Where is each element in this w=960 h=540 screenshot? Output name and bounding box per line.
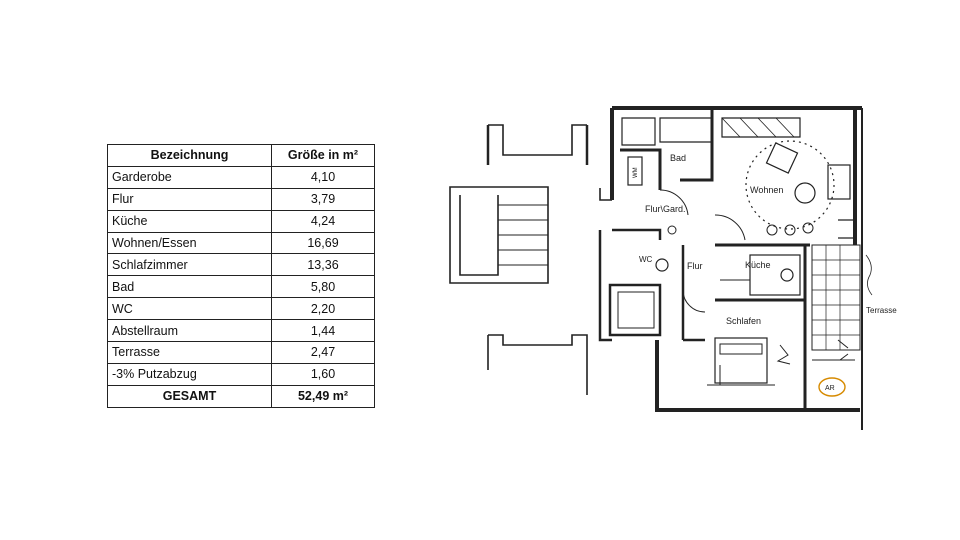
- room-size: 1,60: [271, 362, 375, 386]
- room-name: Abstellraum: [107, 319, 272, 343]
- label-wohnen: Wohnen: [750, 185, 783, 195]
- label-flur: Flur: [687, 261, 703, 271]
- room-name: Schlafzimmer: [107, 253, 272, 277]
- room-size: 2,47: [271, 341, 375, 364]
- room-name: Terrasse: [107, 341, 272, 364]
- total-size: 52,49 m²: [271, 384, 375, 408]
- room-name: Flur: [107, 187, 272, 211]
- room-name: Garderobe: [107, 165, 272, 189]
- room-size: 4,24: [271, 209, 375, 233]
- label-flur-gard: Flur\Gard.: [645, 204, 686, 214]
- label-schlafen: Schlafen: [726, 316, 761, 326]
- header-name: Bezeichnung: [107, 144, 272, 167]
- room-size: 2,20: [271, 297, 375, 321]
- total-label: GESAMT: [107, 384, 272, 408]
- table-header-row: Bezeichnung Größe in m²: [107, 144, 375, 167]
- plan-linework: [449, 106, 873, 430]
- room-size: 3,79: [271, 187, 375, 211]
- room-size: 5,80: [271, 275, 375, 299]
- label-wm: WM: [633, 167, 639, 178]
- room-name: -3% Putzabzug: [107, 362, 272, 386]
- room-name: Wohnen/Essen: [107, 231, 272, 255]
- label-ar: AR: [825, 385, 835, 392]
- room-name: Bad: [107, 275, 272, 299]
- room-name: Küche: [107, 209, 272, 233]
- label-kueche: Küche: [745, 260, 771, 270]
- label-wc: WC: [639, 255, 653, 264]
- total-row: GESAMT 52,49 m²: [107, 384, 375, 408]
- floor-plan: Bad WM Flur\Gard. Wohnen WC Flur Küche S…: [449, 106, 897, 430]
- room-labels: Bad WM Flur\Gard. Wohnen WC Flur Küche S…: [633, 153, 897, 392]
- label-bad: Bad: [670, 153, 686, 163]
- room-size: 4,10: [271, 165, 375, 189]
- room-size: 16,69: [271, 231, 375, 255]
- room-name: WC: [107, 297, 272, 321]
- label-terrasse: Terrasse: [866, 306, 897, 315]
- room-size: 13,36: [271, 253, 375, 277]
- room-size: 1,44: [271, 319, 375, 343]
- header-size: Größe in m²: [271, 144, 375, 167]
